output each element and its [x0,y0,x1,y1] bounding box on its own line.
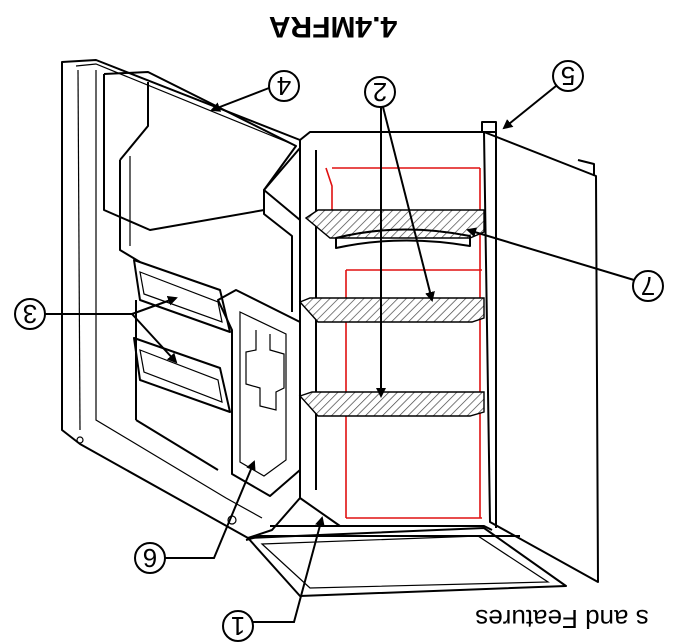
callout-5: 5 [502,60,584,130]
callout-4: 4 [210,70,300,112]
callout-1-number: 1 [231,611,245,641]
diagram-caption: s and Features [475,604,648,634]
callout-6: 6 [134,460,256,574]
callout-3-number: 3 [23,299,37,329]
callout-7: 7 [466,227,664,302]
diagram-title: 4.4MFRA [269,10,397,43]
callout-6-number: 6 [143,543,157,573]
callout-5-number: 5 [561,61,575,91]
shelf-middle [298,297,485,323]
callout-4-number: 4 [277,71,291,101]
fridge-door [61,59,301,539]
fridge-cabinet [245,121,599,597]
shelf-bottom [298,391,485,417]
callout-2: 2 [364,76,435,398]
callout-1: 1 [222,516,325,642]
callout-3: 3 [14,296,178,364]
callout-2-number: 2 [373,77,387,107]
callout-7-number: 7 [641,271,655,301]
fridge-shelves [298,209,485,417]
